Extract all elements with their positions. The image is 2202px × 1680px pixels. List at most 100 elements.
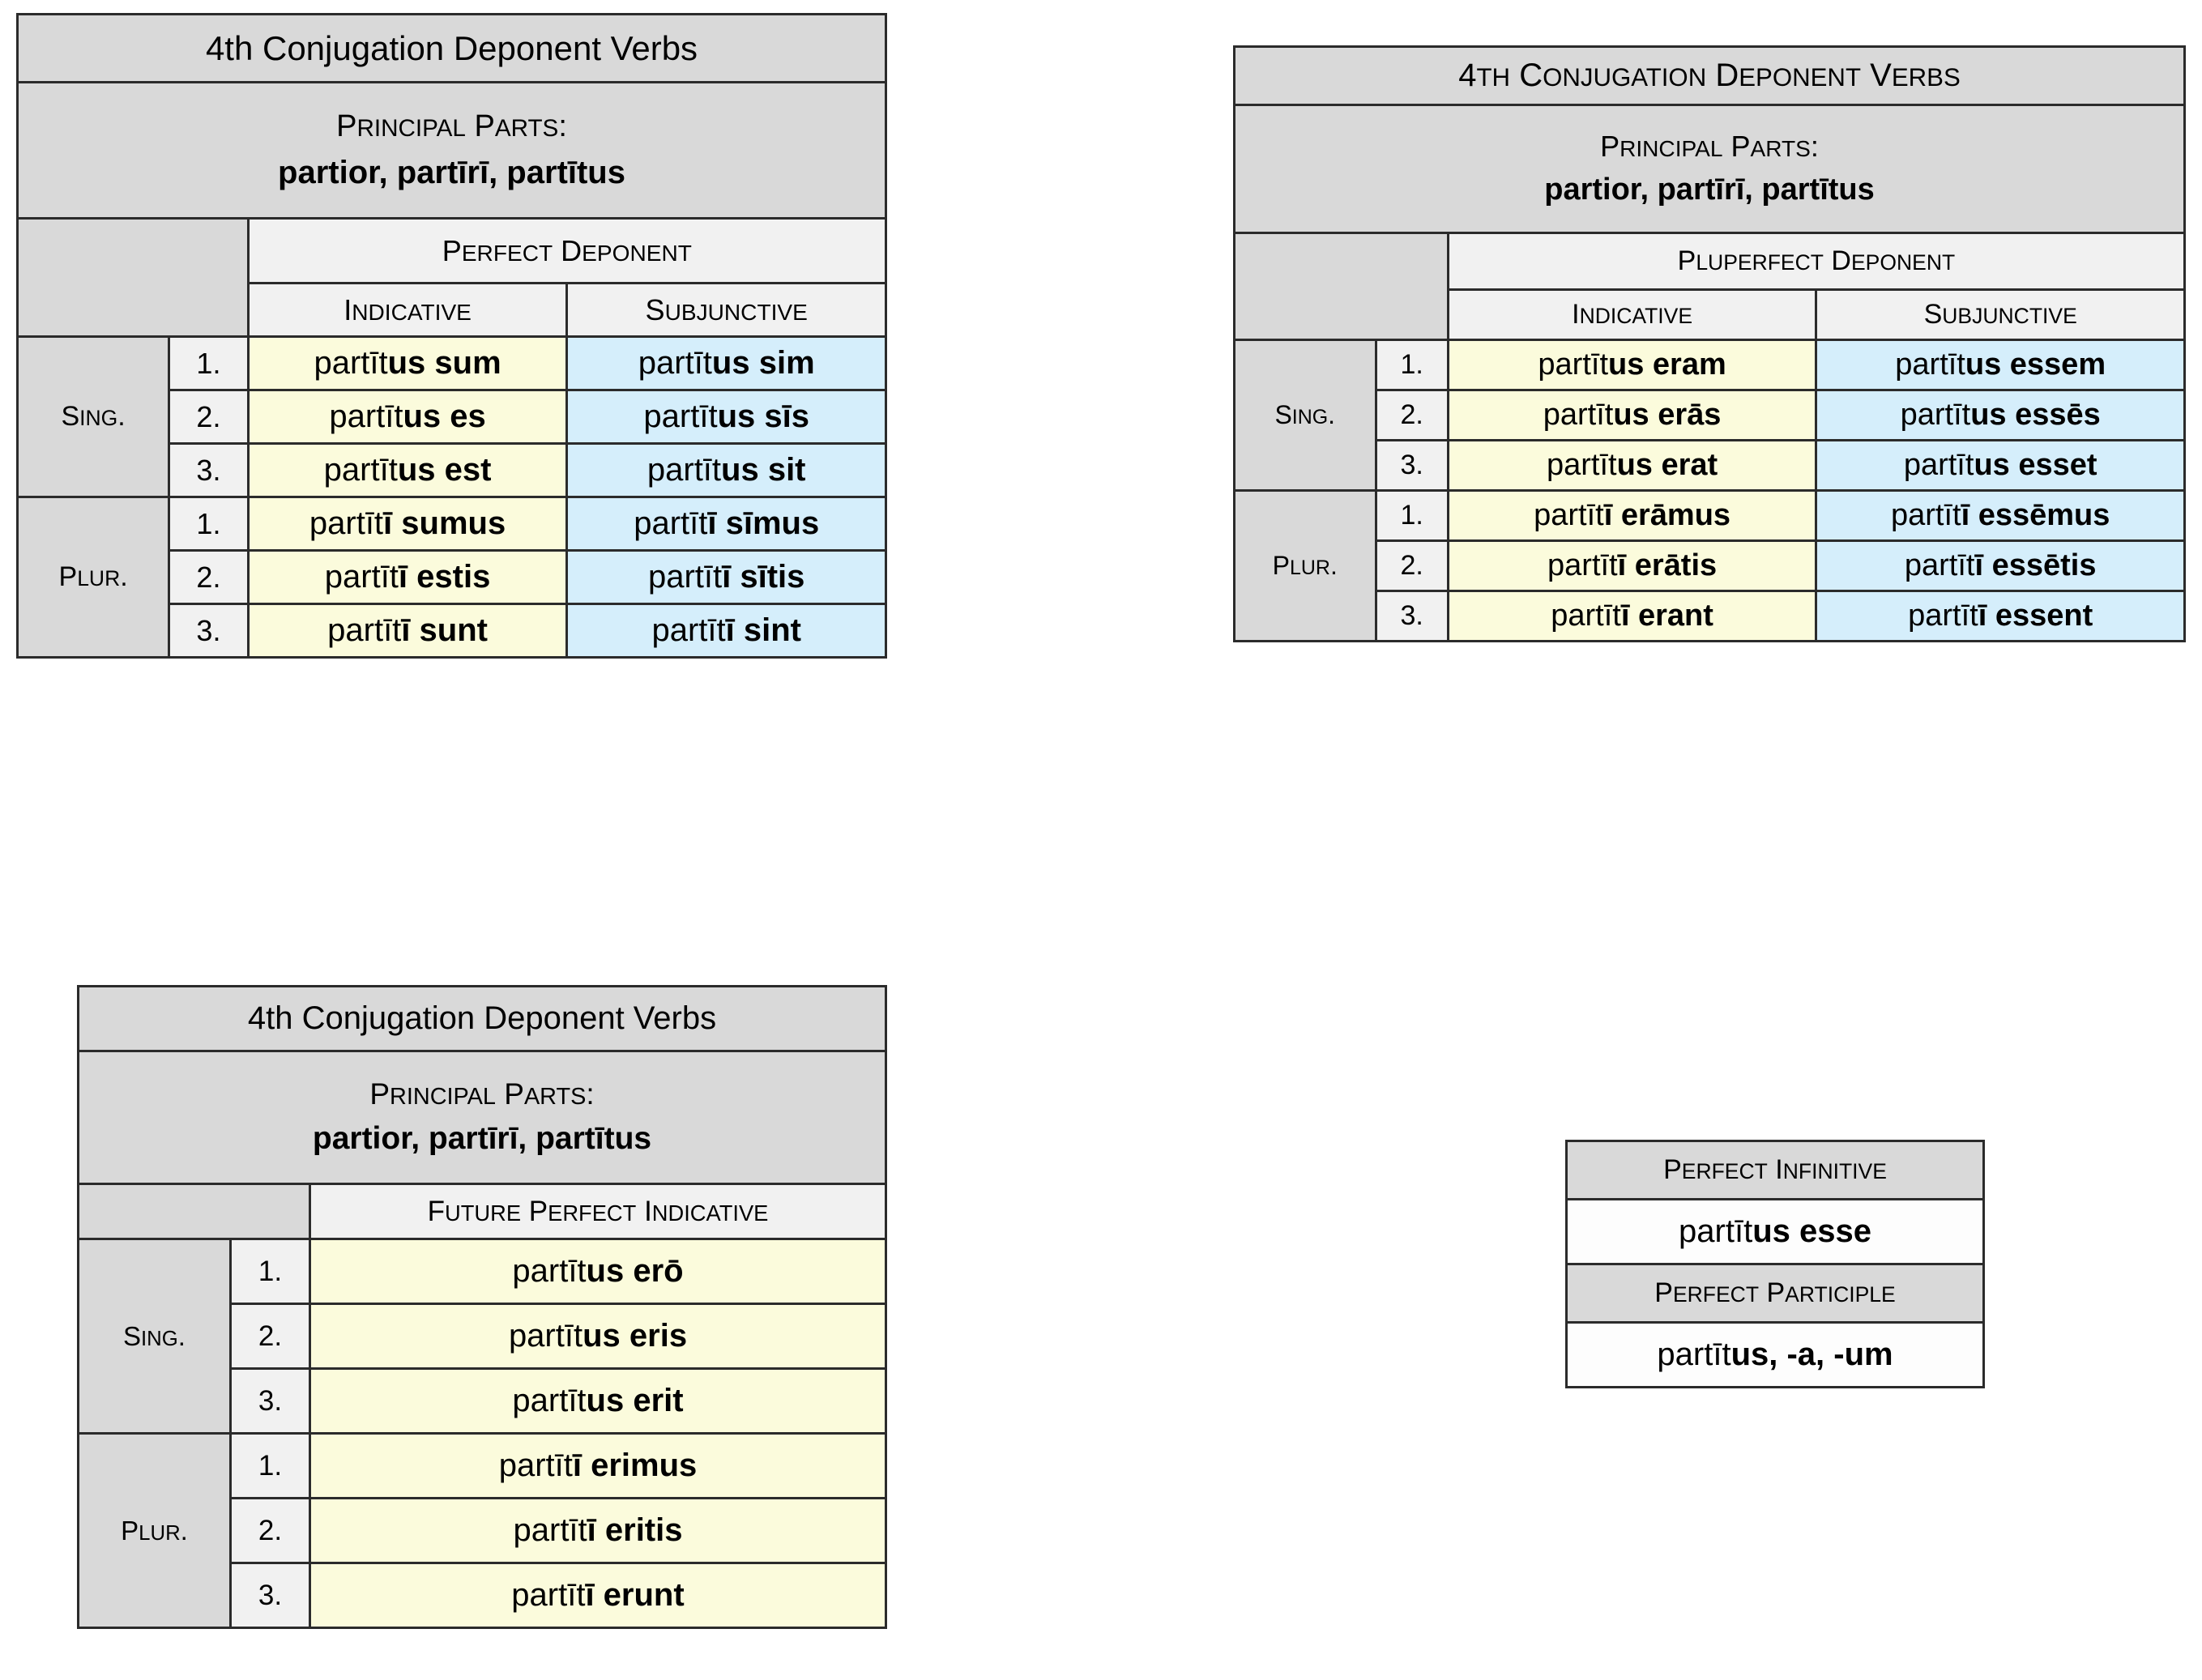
group-header-row: PLUPERFECT DEPONENT bbox=[1233, 232, 2187, 341]
number-label-plural: PLUR. bbox=[15, 496, 171, 659]
person-number: 3. bbox=[1374, 439, 1449, 492]
person-number: 2. bbox=[168, 389, 250, 445]
mood-header-row: INDICATIVE SUBJUNCTIVE bbox=[18, 282, 887, 338]
group-header: PLUPERFECT DEPONENT bbox=[1446, 232, 2187, 291]
table-row: 3. partītī sunt partītī sint bbox=[18, 603, 887, 659]
group-header: PERFECT DEPONENT bbox=[246, 217, 888, 284]
form-indicative: partītus eris bbox=[309, 1303, 887, 1370]
table-row: 3. partītus erit bbox=[79, 1367, 887, 1435]
table-title-row: 4th Conjugation Deponent Verbs bbox=[77, 985, 887, 1052]
infinitive-value-row: partītus esse bbox=[1565, 1198, 1985, 1265]
person-number: 3. bbox=[168, 442, 250, 498]
form-indicative: partītī sumus bbox=[246, 496, 569, 552]
form-subjunctive: partītus essem bbox=[1815, 339, 2186, 391]
perfect-infinitive-form: partītus esse bbox=[1565, 1198, 1985, 1265]
future-perfect-indicative-table: 4th Conjugation Deponent Verbs PRINCIPAL… bbox=[77, 985, 887, 1629]
principal-parts-label: PRINCIPAL PARTS: bbox=[336, 109, 567, 143]
participle-header-row: PERFECT PARTICIPLE bbox=[1565, 1263, 1985, 1324]
principal-parts-value: partior, partīrī, partītus bbox=[278, 155, 625, 191]
principal-parts-value: partior, partīrī, partītus bbox=[1544, 173, 1875, 207]
form-indicative: partītus est bbox=[246, 442, 569, 498]
table-title: 4TH CONJUGATION DEPONENT VERBS bbox=[1233, 45, 2186, 106]
number-label-singular: SING. bbox=[1233, 339, 1377, 492]
number-label-plural: PLUR. bbox=[1233, 489, 1377, 642]
table-title-row: 4TH CONJUGATION DEPONENT VERBS bbox=[1233, 45, 2186, 106]
table-row: 2. partītus eris bbox=[79, 1303, 887, 1370]
person-number: 2. bbox=[229, 1303, 311, 1370]
form-subjunctive: partītus esset bbox=[1815, 439, 2186, 492]
form-indicative: partītus erit bbox=[309, 1367, 887, 1435]
table-row: 3. partītī erunt bbox=[79, 1562, 887, 1629]
participle-value-row: partītus, -a, -um bbox=[1565, 1321, 1985, 1388]
form-indicative: partītus es bbox=[246, 389, 569, 445]
nonfinite-forms-table: PERFECT INFINITIVE partītus esse PERFECT… bbox=[1565, 1140, 1985, 1388]
person-number: 2. bbox=[168, 549, 250, 605]
form-indicative: partītī eritis bbox=[309, 1497, 887, 1564]
form-subjunctive: partītī sīmus bbox=[565, 496, 887, 552]
form-subjunctive: partītus essēs bbox=[1815, 389, 2186, 441]
form-indicative: partītus sum bbox=[246, 335, 569, 391]
form-subjunctive: partītī sītis bbox=[565, 549, 887, 605]
form-subjunctive: partītus sīs bbox=[565, 389, 887, 445]
column-header-subjunctive: SUBJUNCTIVE bbox=[565, 282, 887, 338]
number-label-singular: SING. bbox=[77, 1238, 232, 1435]
perfect-participle-label: PERFECT PARTICIPLE bbox=[1565, 1263, 1985, 1324]
number-label-singular: SING. bbox=[15, 335, 171, 498]
table-row: 2. partītus erās partītus essēs bbox=[1235, 389, 2186, 441]
table-row: 3. partītus est partītus sit bbox=[18, 442, 887, 498]
form-subjunctive: partītī essent bbox=[1815, 590, 2186, 642]
form-indicative: partītī erātis bbox=[1446, 539, 1818, 592]
person-number: 1. bbox=[229, 1432, 311, 1499]
form-indicative: partītus erās bbox=[1446, 389, 1818, 441]
table-title: 4th Conjugation Deponent Verbs bbox=[77, 985, 887, 1052]
person-number: 3. bbox=[168, 603, 250, 659]
mood-header-row: INDICATIVE SUBJUNCTIVE bbox=[1235, 288, 2186, 341]
table-row: PLUR. 1. partītī sumus partītī sīmus bbox=[15, 496, 887, 659]
form-subjunctive: partītī essēmus bbox=[1815, 489, 2186, 542]
form-indicative: partītī estis bbox=[246, 549, 569, 605]
infinitive-header-row: PERFECT INFINITIVE bbox=[1565, 1140, 1985, 1200]
form-subjunctive: partītus sit bbox=[565, 442, 887, 498]
table-row: PLUR. 1. partītī erāmus partītī essēmus bbox=[1233, 489, 2186, 642]
principal-parts-value: partior, partīrī, partītus bbox=[312, 1121, 652, 1157]
form-indicative: partītī erimus bbox=[309, 1432, 887, 1499]
form-subjunctive: partītī sint bbox=[565, 603, 887, 659]
form-indicative: partītus erō bbox=[309, 1238, 887, 1305]
table-row: 2. partītī eritis bbox=[79, 1497, 887, 1564]
person-number: 3. bbox=[229, 1562, 311, 1629]
principal-parts-label: PRINCIPAL PARTS: bbox=[1600, 129, 1819, 163]
person-number: 3. bbox=[1374, 590, 1449, 642]
table-row: PLUR. 1. partītī erimus bbox=[77, 1432, 887, 1629]
corner-cell bbox=[16, 217, 250, 338]
form-indicative: partītus eram bbox=[1446, 339, 1818, 391]
principal-parts-label: PRINCIPAL PARTS: bbox=[369, 1077, 595, 1111]
principal-parts-cell: PRINCIPAL PARTS: partior, partīrī, partī… bbox=[1233, 104, 2186, 234]
person-number: 1. bbox=[229, 1238, 311, 1305]
perfect-infinitive-label: PERFECT INFINITIVE bbox=[1565, 1140, 1985, 1200]
principal-parts-cell: PRINCIPAL PARTS: partior, partīrī, partī… bbox=[77, 1050, 887, 1185]
pluperfect-deponent-table: 4TH CONJUGATION DEPONENT VERBS PRINCIPAL… bbox=[1233, 45, 2187, 642]
table-row: 3. partītus erat partītus esset bbox=[1235, 439, 2186, 492]
table-title-row: 4th Conjugation Deponent Verbs bbox=[16, 13, 887, 83]
table-row: SING. 1. partītus sum partītus sim bbox=[15, 335, 887, 498]
form-subjunctive: partītus sim bbox=[565, 335, 887, 391]
table-row: 2. partītus es partītus sīs bbox=[18, 389, 887, 445]
table-row: 2. partītī estis partītī sītis bbox=[18, 549, 887, 605]
form-indicative: partītī erāmus bbox=[1446, 489, 1818, 542]
person-number: 3. bbox=[229, 1367, 311, 1435]
person-number: 1. bbox=[1374, 489, 1449, 542]
person-number: 2. bbox=[229, 1497, 311, 1564]
principal-parts-cell: PRINCIPAL PARTS: partior, partīrī, partī… bbox=[16, 81, 887, 220]
number-label-plural: PLUR. bbox=[77, 1432, 232, 1629]
column-header-subjunctive: SUBJUNCTIVE bbox=[1815, 288, 2186, 341]
form-indicative: partītī erunt bbox=[309, 1562, 887, 1629]
table-row: SING. 1. partītus erō bbox=[77, 1238, 887, 1435]
table-row: 3. partītī erant partītī essent bbox=[1235, 590, 2186, 642]
form-subjunctive: partītī essētis bbox=[1815, 539, 2186, 592]
form-indicative: partītus erat bbox=[1446, 439, 1818, 492]
form-indicative: partītī sunt bbox=[246, 603, 569, 659]
column-header-indicative: INDICATIVE bbox=[1446, 288, 1818, 341]
table-row: 2. partītī erātis partītī essētis bbox=[1235, 539, 2186, 592]
group-header-row: FUTURE PERFECT INDICATIVE bbox=[77, 1183, 887, 1240]
person-number: 1. bbox=[1374, 339, 1449, 391]
